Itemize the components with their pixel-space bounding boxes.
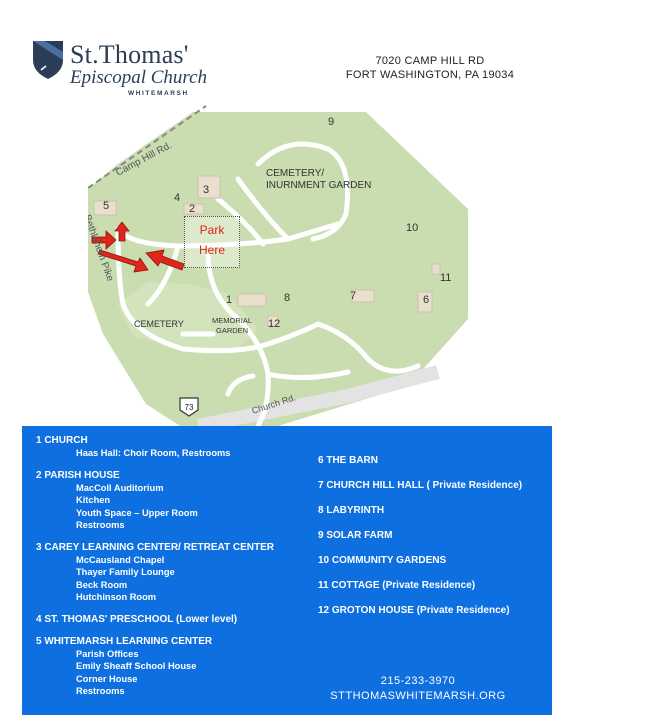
- map-number-8: 8: [284, 292, 291, 304]
- legend-section-title: 5 WHITEMARSH LEARNING CENTER: [36, 635, 213, 647]
- legend-item: 7 CHURCH HILL HALL ( Private Residence): [318, 480, 523, 491]
- legend-section-title: 1 CHURCH: [36, 435, 88, 446]
- map-number-4: 4: [174, 192, 181, 204]
- legend-sub-item: Parish Offices: [76, 648, 139, 659]
- building-11: [431, 263, 441, 275]
- legend-sub-item: Kitchen: [76, 495, 111, 505]
- map-number-2: 2: [189, 203, 196, 215]
- map-number-1: 1: [226, 294, 233, 306]
- legend-column-2: 6 THE BARN 7 CHURCH HILL HALL ( Private R…: [318, 454, 552, 629]
- legend-sub-item: Beck Room: [76, 579, 128, 590]
- map-number-3: 3: [203, 184, 210, 196]
- address-city: FORT WASHINGTON, PA 19034: [345, 69, 515, 81]
- memorial-label-2: GARDEN: [216, 326, 249, 335]
- legend-sub-item: Restrooms: [76, 520, 125, 530]
- legend-item: 8 LABYRINTH: [318, 505, 385, 516]
- map-number-9: 9: [328, 116, 335, 128]
- map-number-11: 11: [440, 272, 452, 284]
- church-address: 7020 CAMP HILL RD FORT WASHINGTON, PA 19…: [330, 54, 530, 82]
- building-6: [417, 291, 433, 313]
- map-number-6: 6: [423, 294, 430, 306]
- building-3: [197, 175, 221, 199]
- park-here-box: Park Here: [184, 216, 240, 268]
- building-5: [93, 200, 117, 216]
- phone-number: 215-233-3970: [380, 675, 456, 687]
- legend-sub-item: Corner House: [76, 673, 138, 684]
- building-12: [267, 315, 279, 327]
- logo-name: St.Thomas': [70, 40, 189, 69]
- logo-subtitle: Episcopal Church: [70, 67, 208, 88]
- contact-info: 215-233-3970 STTHOMASWHITEMARSH.ORG: [318, 674, 518, 704]
- church-logo: St.Thomas' Episcopal Church WHITEMARSH: [32, 40, 232, 100]
- cemetery-inurnment-label-2: INURNMENT GARDEN: [266, 180, 372, 191]
- building-7: [351, 289, 375, 303]
- building-2: [183, 203, 205, 215]
- map-number-12: 12: [268, 318, 281, 330]
- website-url: STTHOMASWHITEMARSH.ORG: [330, 690, 506, 702]
- address-street: 7020 CAMP HILL RD: [375, 55, 485, 67]
- legend-item: 9 SOLAR FARM: [318, 530, 393, 541]
- shield-icon: [33, 41, 63, 79]
- map-number-5: 5: [103, 200, 110, 212]
- park-here-line2: Here: [198, 243, 225, 257]
- legend-sub-item: McCausland Chapel: [76, 554, 165, 565]
- legend-section: 1 CHURCH Haas Hall: Choir Room, Restrooms: [36, 434, 326, 460]
- legend-section-title: 4 ST. THOMAS' PRESCHOOL (Lower level): [36, 613, 238, 625]
- legend-item: 10 COMMUNITY GARDENS: [318, 555, 447, 566]
- legend-section-title: 2 PARISH HOUSE: [36, 469, 120, 481]
- arrow-up: [114, 221, 130, 242]
- legend-item: 12 GROTON HOUSE (Private Residence): [318, 605, 510, 616]
- legend-item: 11 COTTAGE (Private Residence): [318, 580, 476, 591]
- svg-text:73: 73: [185, 403, 194, 412]
- church-road: [196, 365, 440, 426]
- legend-column-1: 1 CHURCH Haas Hall: Choir Room, Restrooms…: [36, 434, 326, 707]
- legend-sub-item: Restrooms: [76, 686, 125, 696]
- route-73-shield: 73: [179, 397, 199, 417]
- arrow-diagonal-1: [97, 249, 149, 273]
- legend-sub-item: Hutchinson Room: [76, 592, 157, 602]
- legend-sub-item: Emily Sheaff School House: [76, 661, 197, 671]
- map-number-10: 10: [406, 222, 419, 234]
- legend-sub-item: Youth Space – Upper Room: [76, 507, 198, 518]
- map-legend: 1 CHURCH Haas Hall: Choir Room, Restrooms…: [22, 426, 552, 715]
- map-number-7: 7: [350, 290, 357, 302]
- legend-section-title: 3 CAREY LEARNING CENTER/ RETREAT CENTER: [36, 541, 274, 553]
- cemetery-inurnment-label-1: CEMETERY/: [266, 168, 325, 179]
- map-graphic: 73 Camp Hill Rd. Bethlehem Pike Church R…: [88, 105, 468, 426]
- campus-map: 73 Camp Hill Rd. Bethlehem Pike Church R…: [88, 104, 478, 426]
- building-1: [237, 293, 267, 307]
- legend-sub-item: MacColl Auditorium: [76, 482, 164, 493]
- cemetery-label: CEMETERY: [134, 319, 184, 329]
- memorial-label-1: MEMORIAL: [212, 316, 253, 325]
- arrow-right: [91, 230, 117, 250]
- arrow-diagonal-2: [145, 249, 185, 271]
- legend-sub-item: Haas Hall: Choir Room, Restrooms: [76, 448, 231, 458]
- logo-location: WHITEMARSH: [128, 90, 189, 97]
- legend-item: 6 THE BARN: [318, 455, 379, 466]
- legend-sub-item: Thayer Family Lounge: [76, 567, 175, 577]
- park-here-line1: Park: [199, 223, 225, 237]
- legend-section: 4 ST. THOMAS' PRESCHOOL (Lower level): [36, 613, 326, 626]
- camp-hill-road-line: [88, 105, 207, 189]
